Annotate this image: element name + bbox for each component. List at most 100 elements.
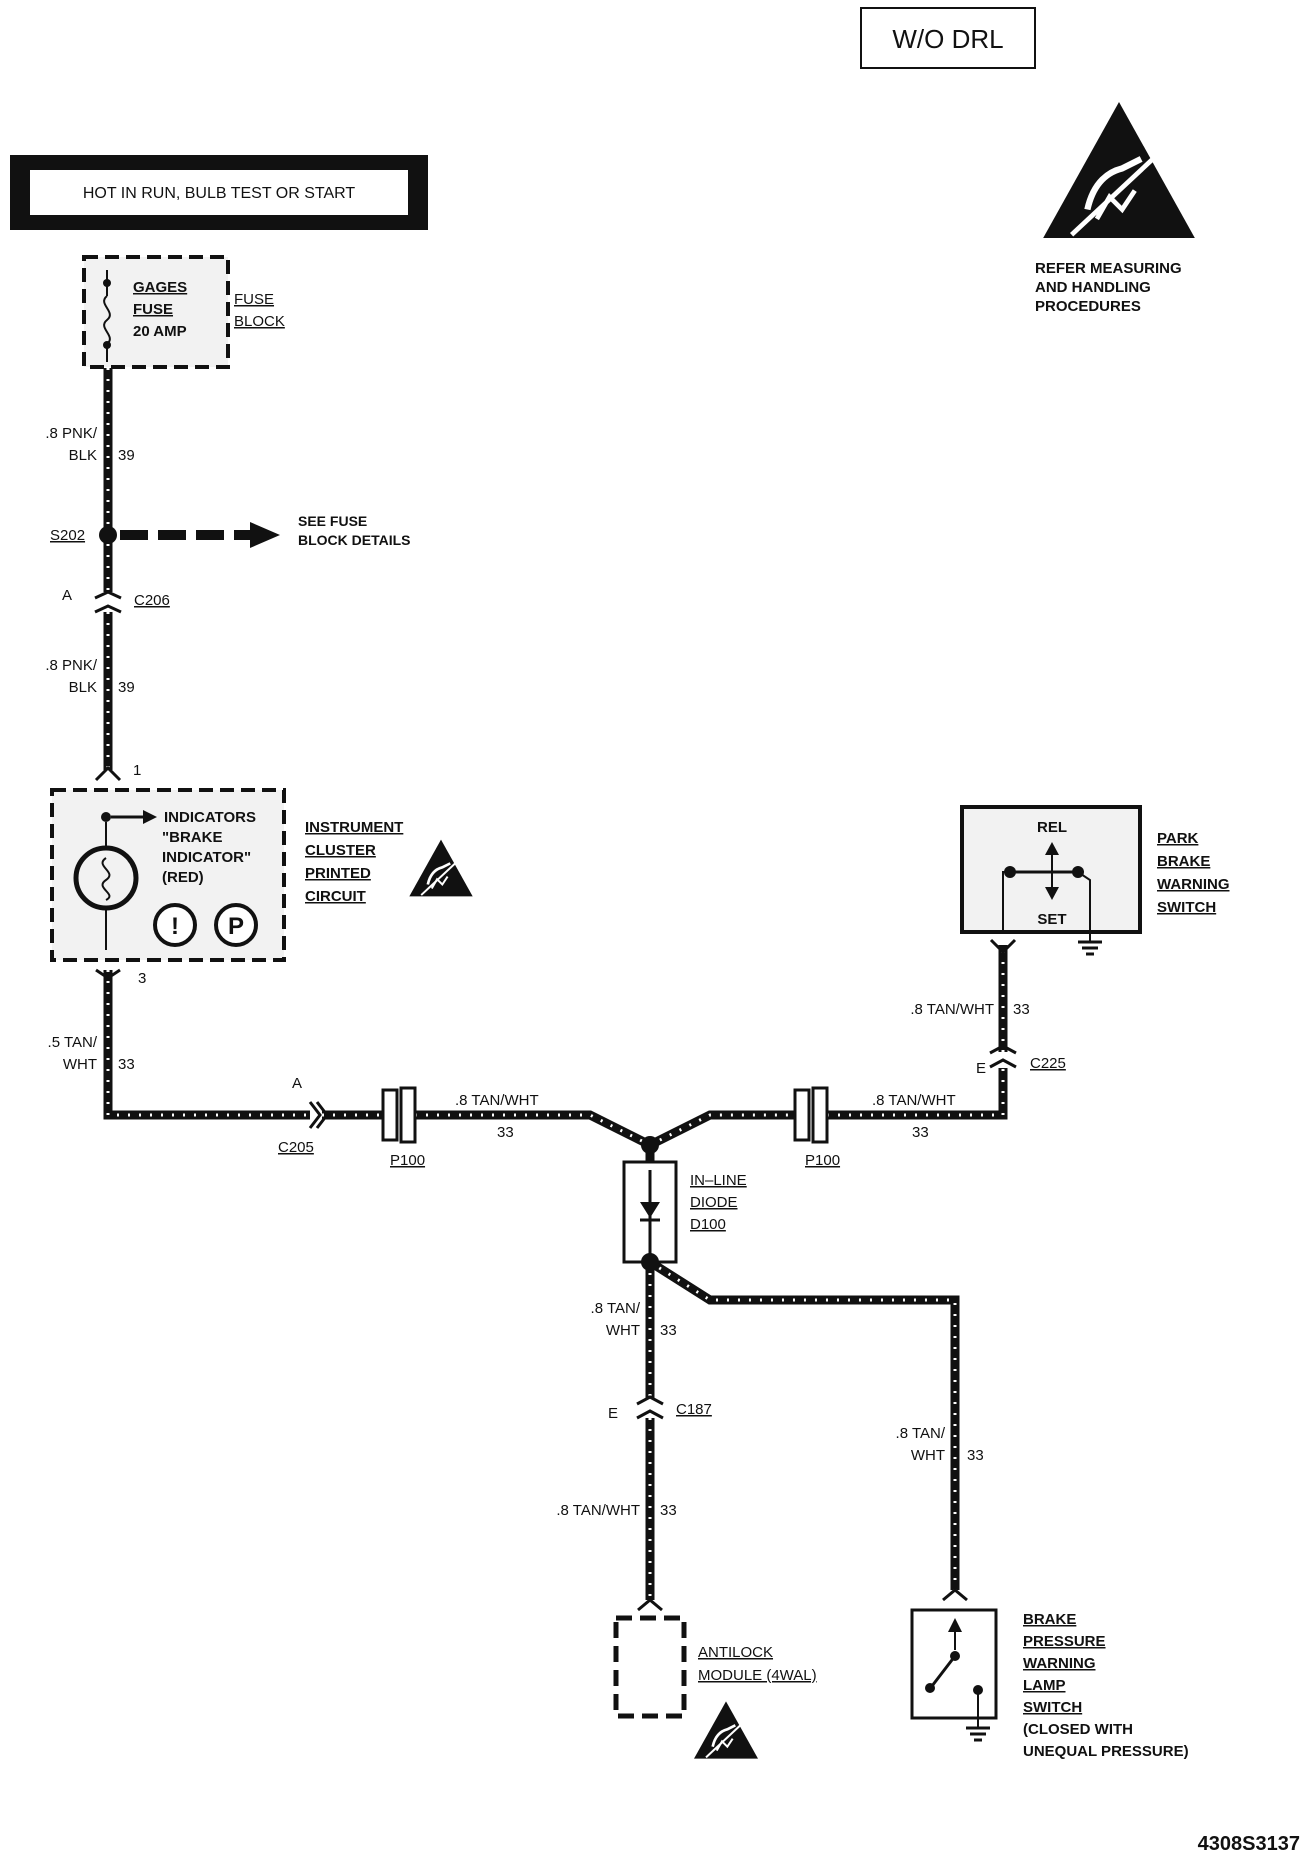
cluster-pin-in: 1 xyxy=(133,762,141,779)
connector-c206-label: C206 xyxy=(134,592,170,609)
diode-line1: IN–LINE xyxy=(690,1172,747,1189)
connector-c225-label: C225 xyxy=(1030,1055,1066,1072)
wire-circuit-33-left: 33 xyxy=(497,1124,514,1141)
cluster-name-line1: INSTRUMENT xyxy=(305,819,403,836)
wire-label-tan-wht-diode-a: .8 TAN/ xyxy=(591,1300,641,1317)
esd-caution-icon xyxy=(1043,102,1195,238)
connector-p100-left-label: P100 xyxy=(390,1152,425,1169)
cluster-name-line3: PRINTED xyxy=(305,865,371,882)
variant-label: W/O DRL xyxy=(892,24,1003,54)
brake-symbol-exclamation-icon xyxy=(153,903,197,947)
connector-p100-left-b xyxy=(399,1086,417,1144)
wire-33-right-run xyxy=(647,1068,1008,1150)
park-switch-name-line2: BRAKE xyxy=(1157,853,1210,870)
wire-33-pressure-switch xyxy=(647,1258,960,1590)
splice-see-line1: SEE FUSE xyxy=(298,513,367,529)
connector-c187-label: C187 xyxy=(676,1401,712,1418)
wire-label-tan-wht-05a: .5 TAN/ xyxy=(48,1034,98,1051)
cluster-ind-line3: INDICATOR" xyxy=(162,849,251,866)
cluster-name-line4: CIRCUIT xyxy=(305,888,366,905)
wire-33-left-run xyxy=(322,1110,653,1150)
esd-caution-line3: PROCEDURES xyxy=(1035,298,1141,315)
splice-see-line2: BLOCK DETAILS xyxy=(298,532,411,548)
pressure-switch-line7: UNEQUAL PRESSURE) xyxy=(1023,1743,1189,1760)
wire-circuit-33-antilock: 33 xyxy=(660,1502,677,1519)
connector-c206 xyxy=(94,604,122,614)
pressure-switch-line5: SWITCH xyxy=(1023,1699,1082,1716)
connector-p100-right-a xyxy=(793,1088,811,1142)
wire-circuit-33-diode: 33 xyxy=(660,1322,677,1339)
esd-caution-line2: AND HANDLING xyxy=(1035,279,1151,296)
antilock-esd-icon xyxy=(692,1700,760,1760)
pressure-switch-line4: LAMP xyxy=(1023,1677,1066,1694)
wire-circuit-33-pressure: 33 xyxy=(967,1447,984,1464)
antilock-line2: MODULE (4WAL) xyxy=(698,1667,817,1684)
wire-33-cluster-out xyxy=(103,970,310,1120)
diode-symbol xyxy=(640,1202,660,1218)
connector-p100-right-label: P100 xyxy=(805,1152,840,1169)
wire-circuit-33-cluster: 33 xyxy=(118,1056,135,1073)
cluster-ind-line2: "BRAKE xyxy=(162,829,222,846)
fuse-rating: 20 AMP xyxy=(133,323,187,340)
variant-box xyxy=(860,7,1036,69)
connector-c205 xyxy=(315,1101,329,1129)
wire-circuit-33-park: 33 xyxy=(1013,1001,1030,1018)
wire-label-tan-wht-pressure-a: .8 TAN/ xyxy=(896,1425,946,1442)
connector-p100-right-b xyxy=(811,1086,829,1144)
connector-p100-left-a xyxy=(381,1088,399,1142)
figure-id: 4308S3137 xyxy=(1198,1833,1300,1855)
connector-c225 xyxy=(989,1058,1017,1069)
park-switch-name-line4: SWITCH xyxy=(1157,899,1216,916)
cluster-esd-icon xyxy=(408,838,474,898)
connector-c205-pin: A xyxy=(292,1075,302,1092)
wire-label-tan-wht-diode-b: WHT xyxy=(606,1322,640,1339)
pressure-switch-line1: BRAKE xyxy=(1023,1611,1076,1628)
fuse-name-line2: FUSE xyxy=(133,301,173,318)
splice-s202-label: S202 xyxy=(50,527,85,544)
wire-label-tan-wht-antilock: .8 TAN/WHT xyxy=(556,1502,640,1519)
connector-c187 xyxy=(636,1409,664,1420)
brake-symbol-p-icon xyxy=(214,903,258,947)
wire-label-tan-wht-right: .8 TAN/WHT xyxy=(872,1092,956,1109)
brake-symbol-p-text: P xyxy=(228,913,244,940)
park-switch-rel: REL xyxy=(1037,819,1067,836)
splice-s202-dot xyxy=(99,526,117,544)
park-switch-name-line1: PARK xyxy=(1157,830,1199,847)
fuse-block-line2: BLOCK xyxy=(234,313,285,330)
connector-c187-pin: E xyxy=(608,1405,618,1422)
cluster-pin-out: 3 xyxy=(138,970,146,987)
pressure-switch-contact xyxy=(930,1655,957,1687)
connector-c206-pin: A xyxy=(62,587,72,604)
splice-s202-arrowhead xyxy=(250,522,280,548)
wire-label-tan-wht-pressure-b: WHT xyxy=(911,1447,945,1464)
antilock-line1: ANTILOCK xyxy=(698,1644,773,1661)
wire-label-tan-wht-05b: WHT xyxy=(63,1056,97,1073)
wire-label-pnk-blk-1b: BLK xyxy=(69,447,97,464)
pressure-switch-line2: PRESSURE xyxy=(1023,1633,1106,1650)
wire-label-pnk-blk-2a: .8 PNK/ xyxy=(45,657,98,674)
pressure-switch-line6: (CLOSED WITH xyxy=(1023,1721,1133,1738)
connector-c225-pin: E xyxy=(976,1060,986,1077)
pressure-switch-line3: WARNING xyxy=(1023,1655,1096,1672)
cluster-name-line2: CLUSTER xyxy=(305,842,376,859)
wire-circuit-39-upper: 39 xyxy=(118,447,135,464)
cluster-ind-line4: (RED) xyxy=(162,869,204,886)
power-header-inner xyxy=(30,170,408,215)
wire-circuit-33-right: 33 xyxy=(912,1124,929,1141)
junction-diode-bottom xyxy=(641,1253,659,1271)
fuse-block-line1: FUSE xyxy=(234,291,274,308)
cluster-ind-line1: INDICATORS xyxy=(164,809,256,826)
wire-circuit-39-lower: 39 xyxy=(118,679,135,696)
diode-line2: DIODE xyxy=(690,1194,738,1211)
brake-symbol-exclamation-text: ! xyxy=(171,913,179,940)
esd-caution-line1: REFER MEASURING xyxy=(1035,260,1182,277)
wire-label-pnk-blk-2b: BLK xyxy=(69,679,97,696)
junction-diode-top xyxy=(641,1136,659,1154)
power-header-text: HOT IN RUN, BULB TEST OR START xyxy=(83,185,356,202)
fuse-name-line1: GAGES xyxy=(133,279,187,296)
park-switch-name-line3: WARNING xyxy=(1157,876,1230,893)
diode-line3: D100 xyxy=(690,1216,726,1233)
wire-label-tan-wht-park: .8 TAN/WHT xyxy=(910,1001,994,1018)
fuse-symbol xyxy=(103,295,111,345)
